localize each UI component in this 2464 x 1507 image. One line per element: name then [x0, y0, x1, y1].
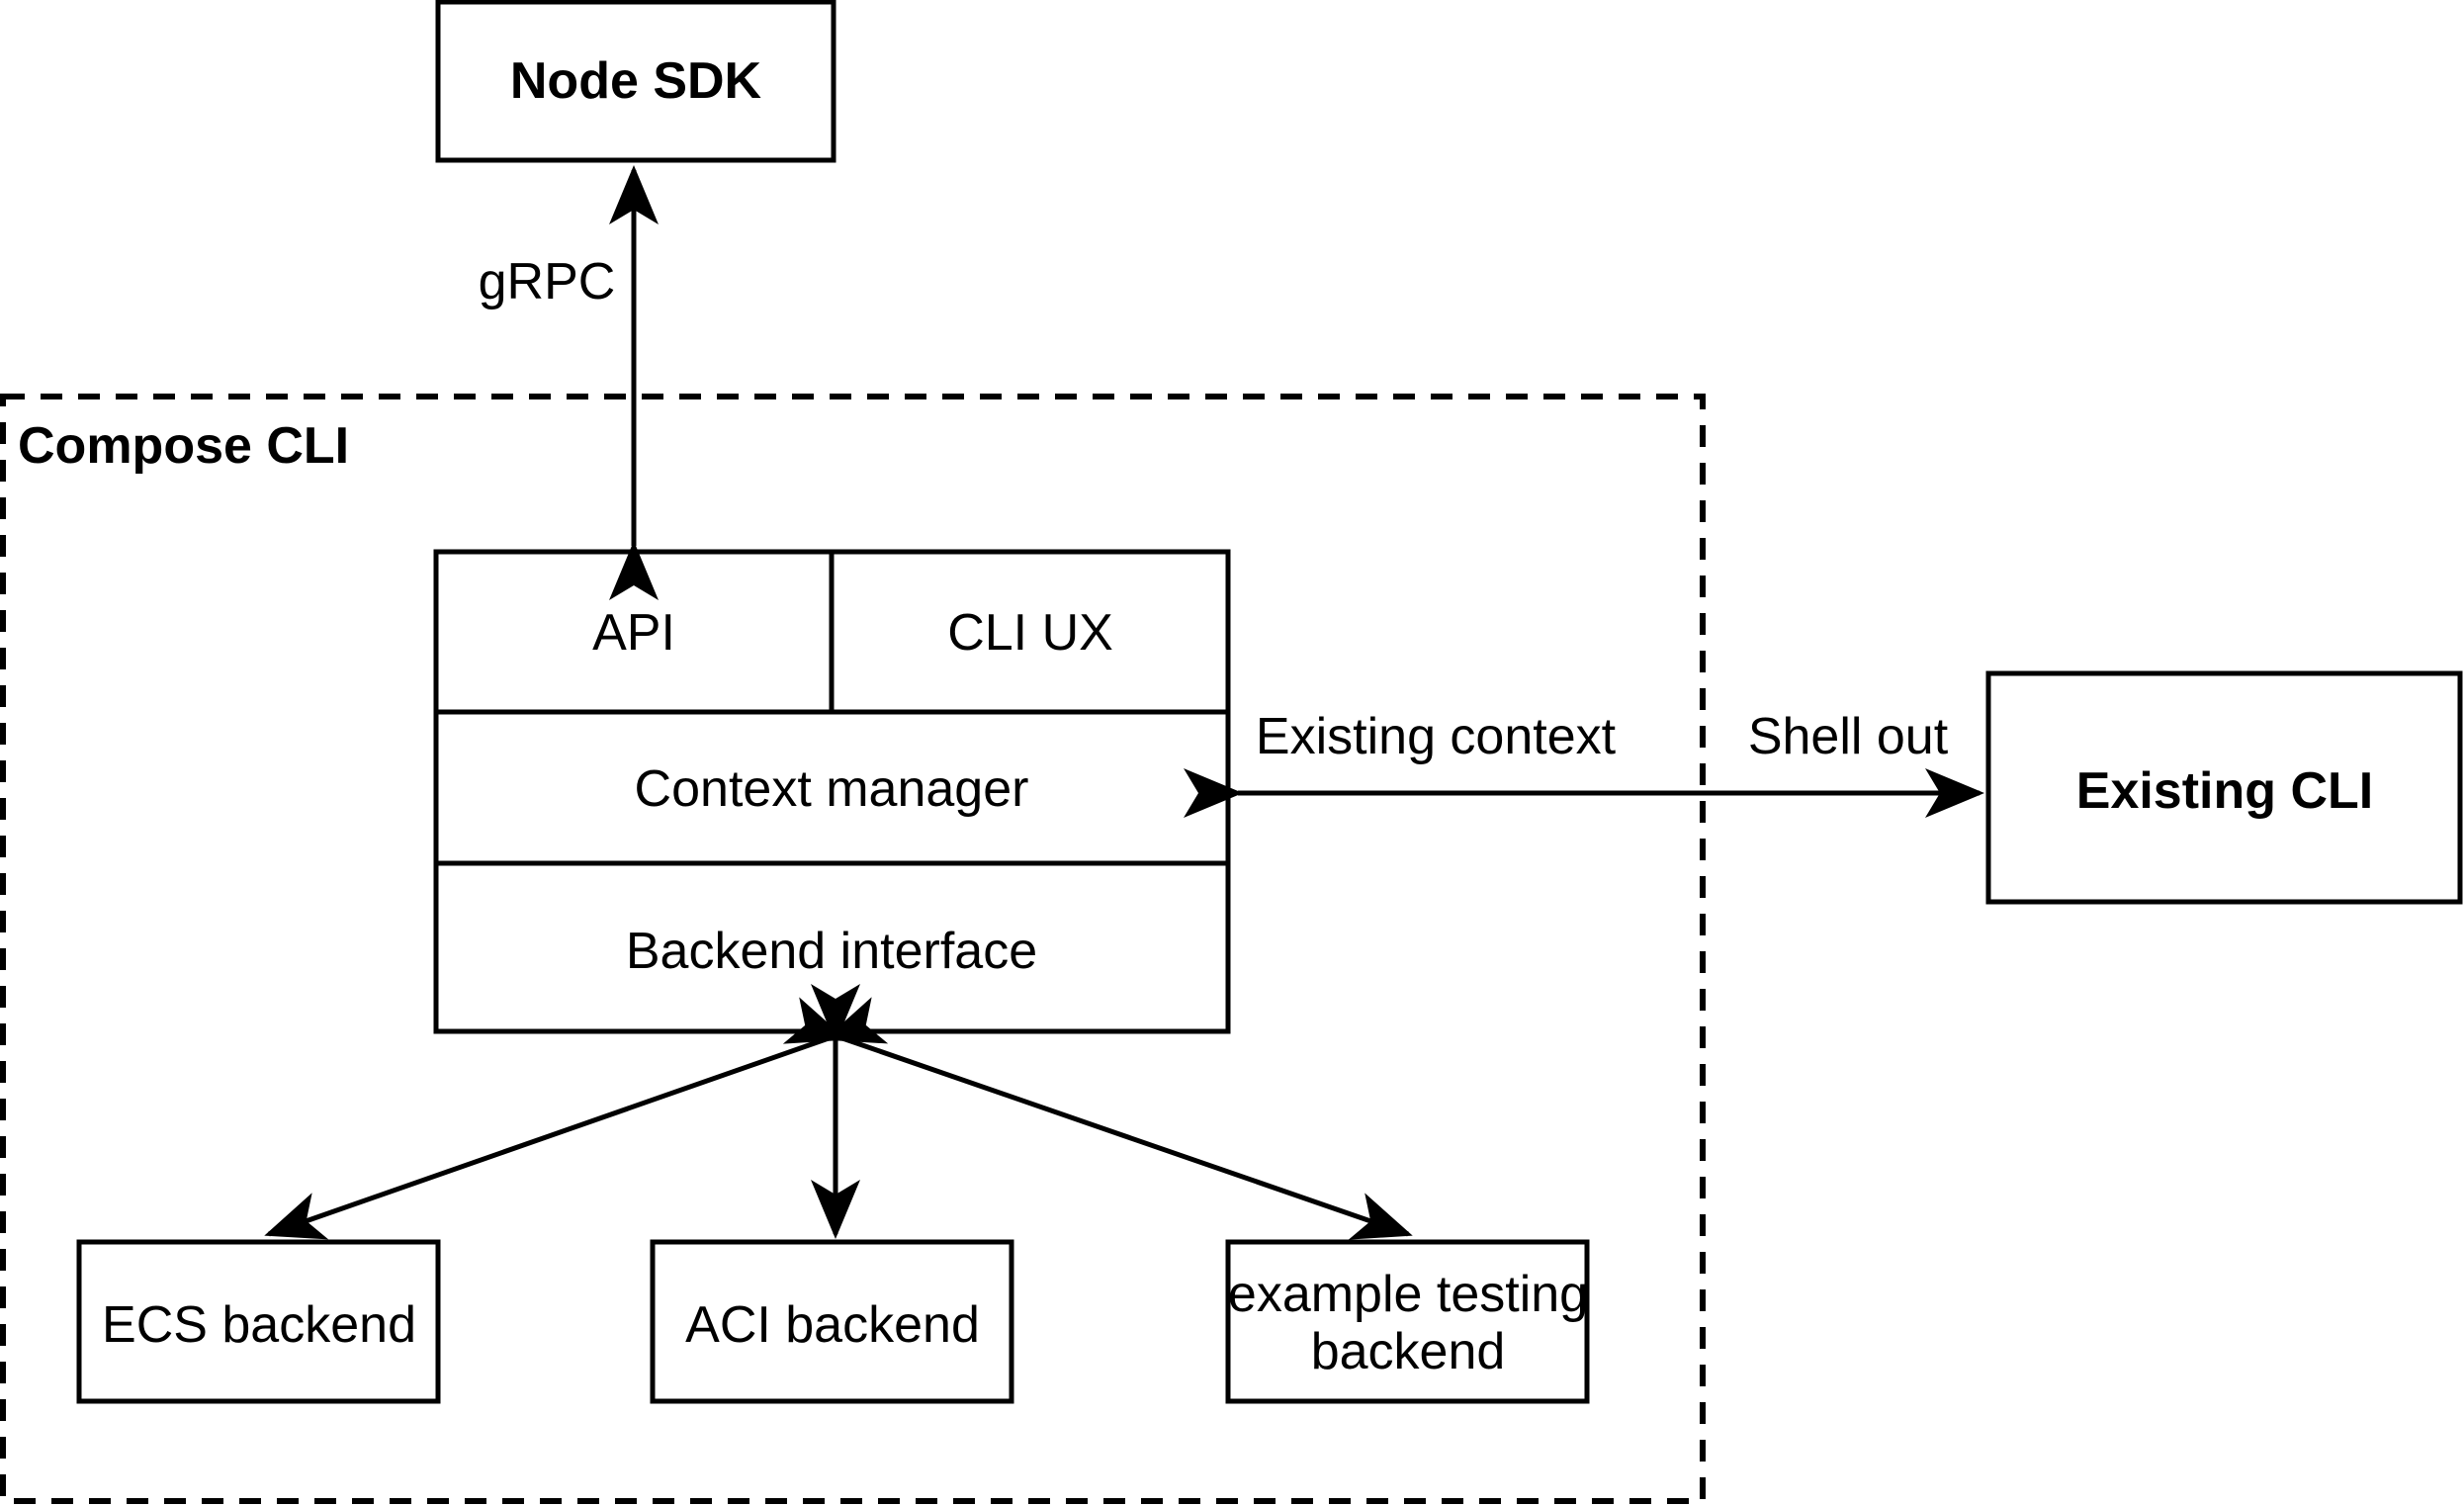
- node-existing-cli[interactable]: [1985, 670, 2463, 905]
- existing-context-edge-label: Existing context: [1255, 707, 1617, 765]
- cli-ux-label: CLI UX: [947, 603, 1113, 662]
- api-label: API: [592, 603, 675, 662]
- node-ecs-backend[interactable]: [76, 1239, 441, 1404]
- group-compose-cli-label: Compose CLI: [18, 417, 350, 475]
- node-example-testing-backend[interactable]: [1225, 1239, 1590, 1404]
- node-sdk-label: Node SDK: [509, 51, 762, 110]
- edge-backend-example: [782, 997, 1413, 1240]
- grpc-edge-label: gRPC: [478, 252, 616, 310]
- context-manager-label: Context manager: [634, 759, 1029, 818]
- edge-backend-ecs: [264, 997, 889, 1240]
- example-testing-backend-label: example testing backend: [1227, 1265, 1589, 1380]
- group-compose-cli: [0, 394, 1706, 1504]
- backend-interface-label: Backend interface: [625, 922, 1038, 980]
- ecs-backend-label: ECS backend: [102, 1295, 416, 1354]
- node-aci-backend[interactable]: [650, 1239, 1014, 1404]
- node-node-sdk[interactable]: [435, 0, 836, 163]
- aci-backend-label: ACI backend: [685, 1295, 980, 1354]
- existing-cli-label: Existing CLI: [2075, 761, 2374, 820]
- shell-out-edge-label: Shell out: [1747, 707, 1949, 765]
